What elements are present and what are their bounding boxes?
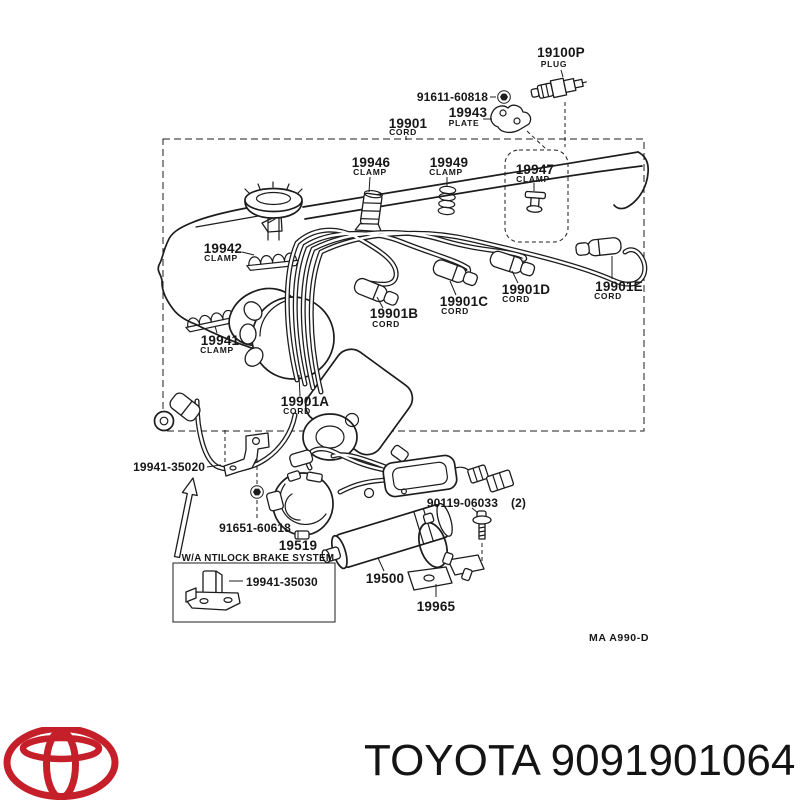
coil-bracket-19965-drawing <box>407 512 485 591</box>
plate-dashed-line <box>526 130 547 150</box>
label-19943-number: 19943 <box>449 105 488 120</box>
spark-plug-drawing <box>530 77 587 99</box>
pointer-arrow <box>173 477 198 559</box>
label-19943-caption: PLATE <box>449 118 480 128</box>
label-19901E: 19901E CORD <box>594 279 643 301</box>
clamp-19942-drawing <box>246 252 300 271</box>
connector-drawing <box>467 464 515 493</box>
label-19941-number: 19941 <box>201 333 240 348</box>
dust-cover-19519-drawing <box>266 470 334 540</box>
toyota-logo <box>3 727 119 800</box>
nut-symbol <box>250 485 264 499</box>
parts-diagram: 19100P PLUG 91611-60818 19943 PLATE 1990… <box>133 45 650 644</box>
label-19946-caption: CLAMP <box>353 167 387 177</box>
label-19947-number: 19947 <box>516 162 555 177</box>
bolt-symbol-plate <box>497 90 511 104</box>
clamp-19946-drawing <box>354 189 383 233</box>
label-19500-number: 19500 <box>366 571 405 586</box>
label-abs-note: W/A NTILOCK BRAKE SYSTEM <box>182 553 335 564</box>
label-19946-number: 19946 <box>352 155 391 170</box>
coil-bolt-drawing <box>472 510 492 540</box>
label-19519: 19519 <box>279 538 318 553</box>
label-19901-caption: CORD <box>389 127 417 137</box>
label-19519-number: 19519 <box>279 538 318 553</box>
label-ref-code: MA A990-D <box>589 632 649 644</box>
ignition-coil-drawing <box>321 502 453 570</box>
label-19901A: 19901A CORD <box>281 394 330 416</box>
wire-terminal-a <box>153 392 201 432</box>
valve-cover-drawing <box>157 151 650 361</box>
label-19965: 19965 <box>417 599 456 614</box>
label-19943: 19943 PLATE <box>449 105 488 128</box>
label-19901: 19901 CORD <box>389 116 428 137</box>
label-19941-35030: 19941-35030 <box>246 575 318 589</box>
label-19942-caption: CLAMP <box>204 253 238 263</box>
label-91651-60618: 91651-60618 <box>219 521 291 535</box>
label-19949: 19949 CLAMP <box>429 155 468 177</box>
bracket-19941-35020-drawing <box>223 432 270 477</box>
option-dashed-region <box>504 149 569 243</box>
label-19901C-number: 19901C <box>440 294 489 309</box>
label-19901D-number: 19901D <box>502 282 551 297</box>
label-19949-number: 19949 <box>430 155 469 170</box>
label-19901E-number: 19901E <box>595 279 643 294</box>
label-19901D-caption: CORD <box>502 294 530 304</box>
clamp-19947-drawing <box>524 190 547 213</box>
distributor-drawing <box>228 287 414 463</box>
label-19901B-caption: CORD <box>372 319 400 329</box>
leader-lines <box>206 69 613 597</box>
label-19942-number: 19942 <box>204 241 243 256</box>
label-19100P: 19100P PLUG <box>537 45 585 69</box>
label-19901-number: 19901 <box>389 116 428 131</box>
label-19947: 19947 CLAMP <box>516 162 555 184</box>
label-91651-number: 91651-60618 <box>219 521 291 535</box>
label-91611-number: 91611-60818 <box>417 90 488 104</box>
label-19941-35020-number: 19941-35020 <box>133 460 205 474</box>
igniter-harness-drawing <box>289 449 515 499</box>
label-90119-number: 90119-06033 <box>427 496 498 510</box>
label-19901A-caption: CORD <box>283 406 311 416</box>
label-19100P-caption: PLUG <box>541 59 567 69</box>
label-19941-caption: CLAMP <box>200 345 234 355</box>
label-19901D: 19901D CORD <box>502 282 551 304</box>
label-19100P-number: 19100P <box>537 45 585 60</box>
label-19941-35030-number: 19941-35030 <box>246 575 318 589</box>
label-19947-caption: CLAMP <box>516 174 550 184</box>
wire-boot-e <box>574 236 623 259</box>
label-19941: 19941 CLAMP <box>200 333 239 355</box>
oil-filler-cap <box>244 181 303 241</box>
label-90119-qty: (2) <box>511 496 526 510</box>
label-90119-06033: 90119-06033 (2) <box>427 496 526 510</box>
label-19901B-number: 19901B <box>370 306 419 321</box>
part-number-text: TOYOTA 9091901064 <box>364 736 796 785</box>
abs-option-box <box>172 562 336 623</box>
label-19942: 19942 CLAMP <box>204 241 243 263</box>
label-19901C: 19901C CORD <box>440 294 489 316</box>
label-19965-number: 19965 <box>417 599 456 614</box>
label-91611-60818: 91611-60818 <box>417 90 488 104</box>
label-19901A-number: 19901A <box>281 394 330 409</box>
ref-code-text: MA A990-D <box>589 632 649 644</box>
plate-19943-drawing <box>490 104 532 134</box>
label-19901B: 19901B CORD <box>370 306 419 329</box>
label-19500: 19500 <box>366 571 405 586</box>
abs-note-text: W/A NTILOCK BRAKE SYSTEM <box>182 553 335 564</box>
main-dashed-box <box>162 138 645 432</box>
abs-bracket-drawing <box>185 570 241 611</box>
label-19949-caption: CLAMP <box>429 167 463 177</box>
label-19941-35020: 19941-35020 <box>133 460 205 474</box>
spring-clamp-19949-drawing <box>437 185 457 216</box>
label-19901E-caption: CORD <box>594 291 622 301</box>
label-19946: 19946 CLAMP <box>352 155 391 177</box>
label-19901C-caption: CORD <box>441 306 469 316</box>
